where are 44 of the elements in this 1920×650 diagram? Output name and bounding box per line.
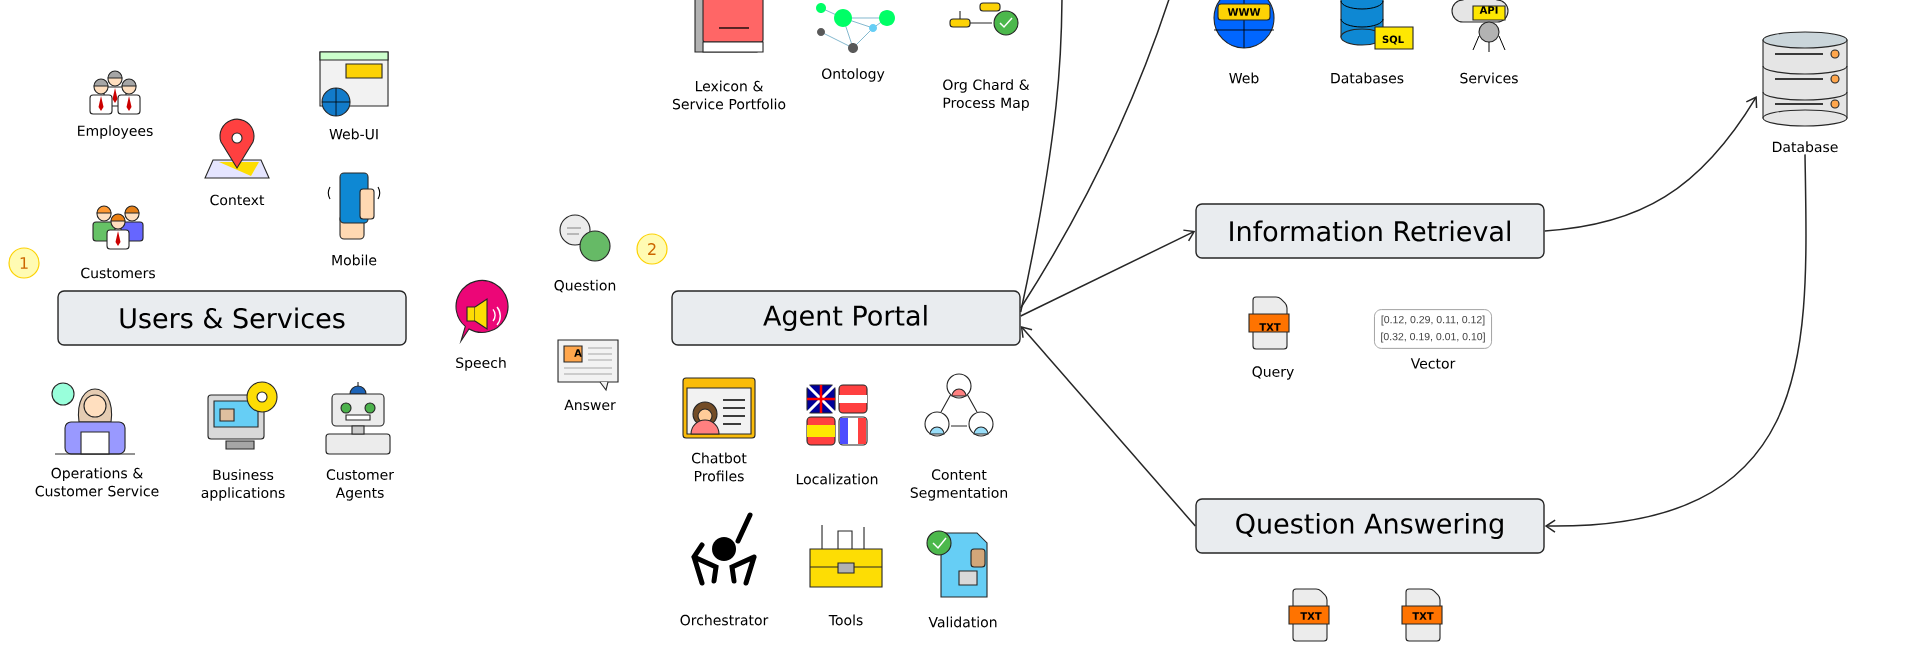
- icon-caption: Operations & Customer Service: [35, 467, 159, 497]
- icon-caption: Services: [1460, 72, 1518, 84]
- node-caption: Vector: [1410, 358, 1456, 369]
- process-box: Question Answering: [1195, 498, 1545, 554]
- icon-caption: Context: [210, 194, 265, 206]
- icon-letters: A: [574, 349, 582, 357]
- icon-letters: WWW: [1227, 8, 1261, 16]
- step-badge: 2: [636, 233, 668, 265]
- icon-caption: Lexicon & Service Portfolio: [672, 80, 786, 110]
- icon-caption: Web: [1229, 72, 1259, 84]
- icon-caption: Orchestrator: [680, 614, 769, 626]
- arrow: [1019, 229, 1196, 317]
- icon-caption: Chatbot Profiles: [691, 452, 747, 482]
- arrow: [1544, 153, 1807, 533]
- icon-caption: Mobile: [332, 254, 377, 266]
- icon-caption: Tools: [828, 614, 863, 626]
- icon-caption: Ontology: [822, 68, 885, 82]
- icon-caption: Query: [1252, 366, 1294, 380]
- process-box: Users & Services: [57, 290, 407, 346]
- process-box: Information Retrieval: [1195, 203, 1545, 259]
- icon-caption: Web-UI: [329, 128, 378, 140]
- icon-letters: API: [1479, 6, 1498, 14]
- icon-letters: SQL: [1382, 35, 1404, 45]
- icon-caption: Localization: [796, 473, 878, 485]
- icon-caption: Org Chard & Process Map: [943, 79, 1030, 111]
- arrow: [1543, 96, 1758, 232]
- arrow: [1020, 326, 1197, 527]
- process-box: Agent Portal: [671, 290, 1021, 346]
- icon-caption: Customer Agents: [326, 469, 394, 501]
- icon-caption: Question: [554, 279, 616, 293]
- vector-box: [0.12, 0.29, 0.11, 0.12] [0.32, 0.19, 0.01, 0.10]: [1374, 309, 1492, 349]
- icon-caption: Databases: [1331, 72, 1404, 84]
- icon-caption: Answer: [564, 399, 616, 411]
- icon-caption: Employees: [78, 125, 153, 139]
- step-badge: 1: [8, 247, 40, 279]
- icon-letters: TXT: [1300, 612, 1322, 620]
- icon-caption: Validation: [928, 616, 997, 628]
- icon-caption: Speech: [456, 357, 506, 371]
- icon-caption: Business applications: [201, 469, 285, 501]
- database-label: Database: [1773, 141, 1838, 153]
- connector-line: [1019, 0, 1063, 313]
- icon-letters: TXT: [1412, 612, 1434, 620]
- icon-caption: Content Segmentation: [910, 469, 1008, 501]
- icon-letters: TXT: [1259, 323, 1281, 331]
